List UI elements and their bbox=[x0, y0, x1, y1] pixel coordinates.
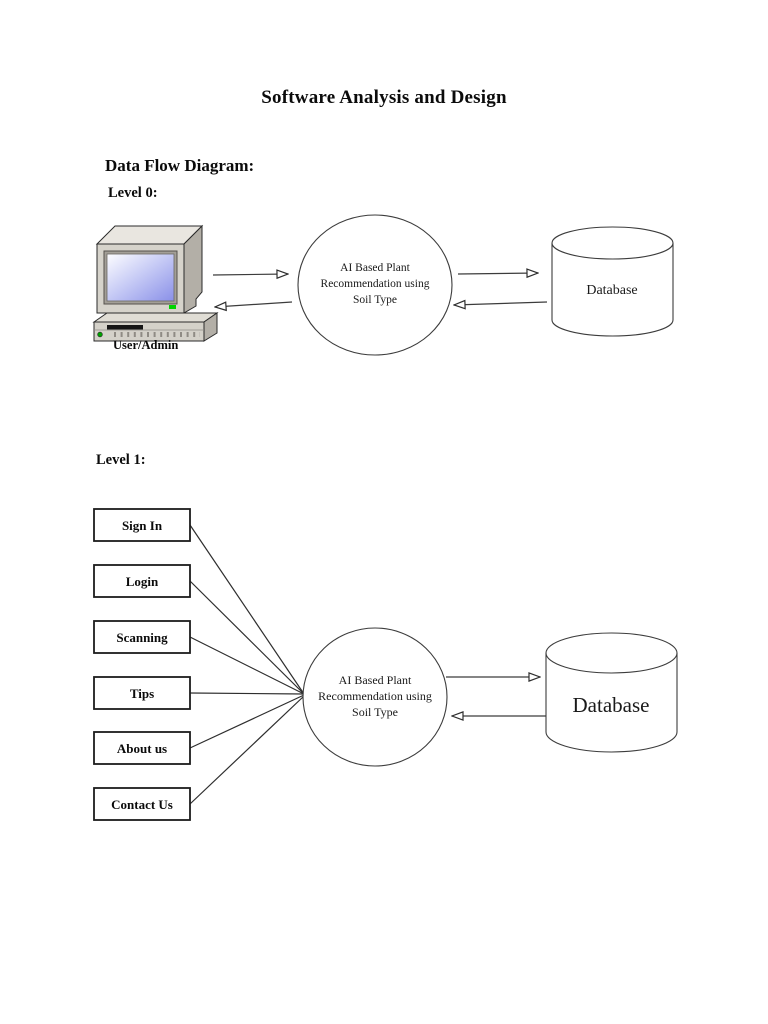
page-title: Software Analysis and Design bbox=[261, 87, 507, 108]
line-tips-to-process bbox=[189, 692, 305, 695]
box-login-label: Login bbox=[126, 574, 159, 589]
box-tips bbox=[93, 676, 191, 710]
level0-datastore-cylinder bbox=[551, 226, 674, 337]
level0-process-circle bbox=[297, 214, 453, 356]
level1-process-line2: Recommendation using bbox=[318, 689, 432, 703]
box-sign-in bbox=[93, 508, 191, 542]
box-scanning-label: Scanning bbox=[116, 630, 168, 645]
desktop-computer-icon bbox=[92, 224, 219, 342]
level1-fan-lines bbox=[189, 524, 305, 805]
line-login-to-process bbox=[189, 580, 305, 695]
level1-datastore-cylinder bbox=[545, 632, 678, 753]
cylinder-body bbox=[545, 653, 678, 753]
level1-datastore-label: Database bbox=[573, 693, 650, 717]
case-top-face bbox=[92, 312, 219, 323]
level0-process-line2: Recommendation using bbox=[321, 278, 430, 290]
level0-process-line1: AI Based Plant bbox=[340, 262, 410, 274]
flow-process-to-user bbox=[215, 302, 293, 307]
line-scanning-to-process bbox=[189, 636, 305, 695]
flow-user-to-process bbox=[212, 274, 288, 275]
level1-entity-boxes: Sign In Login Scanning Tips About us Con… bbox=[93, 508, 191, 821]
power-led bbox=[169, 305, 176, 309]
level1-process-circle bbox=[302, 627, 448, 767]
level0-heading: Level 0: bbox=[108, 185, 158, 201]
level0-external-entity-label: User/Admin bbox=[113, 338, 178, 352]
box-about-us-label: About us bbox=[117, 741, 167, 756]
case-power-led bbox=[97, 331, 103, 338]
level1-heading: Level 1: bbox=[96, 452, 146, 468]
level1-process-line3: Soil Type bbox=[352, 705, 398, 719]
box-sign-in-label: Sign In bbox=[122, 518, 163, 533]
box-about-us bbox=[93, 731, 191, 765]
monitor-screen bbox=[106, 253, 175, 302]
box-scanning bbox=[93, 620, 191, 654]
floppy-slot bbox=[107, 325, 143, 330]
section-heading: Data Flow Diagram: bbox=[105, 156, 255, 175]
line-contactus-to-process bbox=[189, 695, 305, 805]
box-tips-label: Tips bbox=[130, 686, 154, 701]
level0-process-line3: Soil Type bbox=[353, 294, 397, 306]
cylinder-body bbox=[551, 243, 674, 337]
flow-process-to-db bbox=[457, 273, 538, 274]
cylinder-top bbox=[551, 226, 674, 260]
line-signin-to-process bbox=[189, 524, 305, 695]
box-login bbox=[93, 564, 191, 598]
box-contact-us bbox=[93, 787, 191, 821]
flow-db-to-process bbox=[454, 302, 548, 305]
line-aboutus-to-process bbox=[189, 694, 305, 749]
level1-process-line1: AI Based Plant bbox=[339, 673, 412, 687]
cylinder-top bbox=[545, 632, 678, 674]
level0-datastore-label: Database bbox=[586, 283, 637, 298]
box-contact-us-label: Contact Us bbox=[111, 797, 173, 812]
